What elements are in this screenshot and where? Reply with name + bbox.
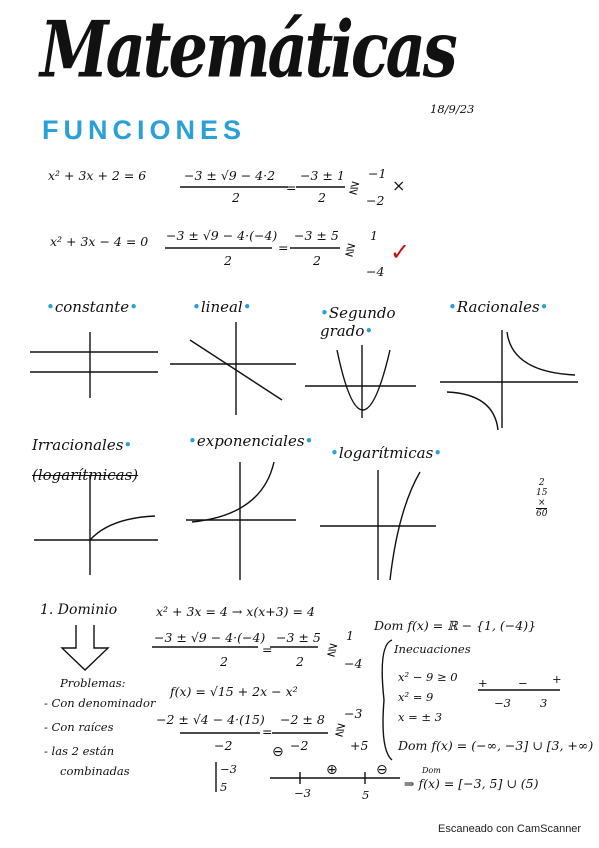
eq1-root-2: −2 [366, 193, 385, 208]
numline-b: 3 [540, 696, 548, 710]
sign-1: ⊖ [272, 744, 284, 760]
page-title: Matemáticas [40, 4, 458, 96]
problem-2: - Con raíces [44, 720, 114, 734]
roots-1: −3 [220, 762, 237, 776]
f-definition: f(x) = √15 + 2x − x² [170, 684, 298, 699]
eq1-mid-den: 2 [318, 190, 326, 205]
eq2-lhs: x² + 3x − 4 = 0 [50, 234, 149, 249]
roots-2: 5 [220, 780, 228, 794]
domain-frac-a-r2: −4 [344, 656, 363, 671]
dom-final-label: Dom [422, 766, 441, 775]
domain-frac-a-mid-num: −3 ± 5 [276, 630, 321, 645]
ineq-title: Inecuaciones [394, 642, 471, 656]
domain-frac-b-mid-num: −2 ± 8 [280, 712, 325, 727]
domain-eq-a: x² + 3x = 4 → x(x+3) = 4 [156, 604, 315, 619]
graph-label-irracionales: Irracionales• [32, 436, 133, 454]
numline2-a: −3 [294, 786, 311, 800]
eq2-mark: ✓ [390, 238, 411, 266]
eq2-mid-num: −3 ± 5 [294, 228, 339, 243]
dom-f1: Dom f(x) = (−∞, −3] ∪ [3, +∞) [398, 738, 594, 753]
eq1-num: −3 ± √9 − 4·2 [184, 168, 276, 183]
eq1-mark: × [392, 176, 406, 195]
graph-label-constante: •constante• [46, 298, 139, 316]
eq1-mid-num: −3 ± 1 [300, 168, 345, 183]
domain-heading: 1. Dominio [40, 602, 118, 618]
ineq-3: x = ± 3 [398, 710, 443, 724]
problem-1: - Con denominador [44, 696, 156, 710]
sign-3: ⊖ [376, 762, 388, 778]
date: 18/9/23 [430, 102, 475, 116]
numline2-b: 5 [362, 788, 370, 802]
domain-frac-a-mid-den: 2 [296, 654, 304, 669]
problems-title: Problemas: [60, 676, 126, 690]
graph-label-exponenciales: •exponenciales• [188, 432, 314, 450]
eq2-den: 2 [224, 253, 232, 268]
domain-frac-a-den: 2 [220, 654, 228, 669]
domain-frac-b-r2: +5 [350, 738, 369, 753]
eq1-lhs: x² + 3x + 2 = 6 [48, 168, 147, 183]
eq1-root-1: −1 [368, 166, 387, 181]
eq2-mid-den: 2 [313, 253, 321, 268]
section-title: FUNCIONES [42, 115, 247, 145]
dom-final: ⇒ f(x) = [−3, 5] ∪ (5) [404, 776, 539, 791]
eq2-num: −3 ± √9 − 4·(−4) [166, 228, 278, 243]
eq1-den: 2 [232, 190, 240, 205]
domain-frac-b-r1: −3 [344, 706, 363, 721]
domain-frac-b-num: −2 ± √4 − 4·(15) [156, 712, 265, 727]
numline-a: −3 [494, 696, 511, 710]
domain-frac-b-den: −2 [214, 738, 233, 753]
eq2-root-1: 1 [370, 228, 378, 243]
domain-frac-b-mid-den: −2 [290, 738, 309, 753]
ineq-1: x² − 9 ≥ 0 [398, 670, 458, 684]
problem-3: - las 2 están [44, 744, 115, 758]
graph-label-segundo-grado: •Segundo grado• [320, 304, 396, 340]
ineq-2: x² = 9 [398, 690, 434, 704]
footer-scanner-note: Escaneado con CamScanner [438, 823, 582, 835]
eq2-root-2: −4 [366, 264, 385, 279]
sign-2: ⊕ [326, 762, 338, 778]
graph-label-logaritmicas-crossed: (logarítmicas) [32, 466, 139, 484]
dom-fx: Dom f(x) = ℝ − {1, (−4)} [374, 618, 537, 633]
domain-frac-a-num: −3 ± √9 − 4·(−4) [154, 630, 266, 645]
domain-frac-a-r1: 1 [346, 628, 354, 643]
graph-label-logaritmicas: •logarítmicas• [330, 444, 443, 462]
problem-4: combinadas [60, 764, 130, 778]
graph-label-lineal: •lineal• [192, 298, 252, 316]
graph-label-racionales: •Racionales• [448, 298, 549, 316]
